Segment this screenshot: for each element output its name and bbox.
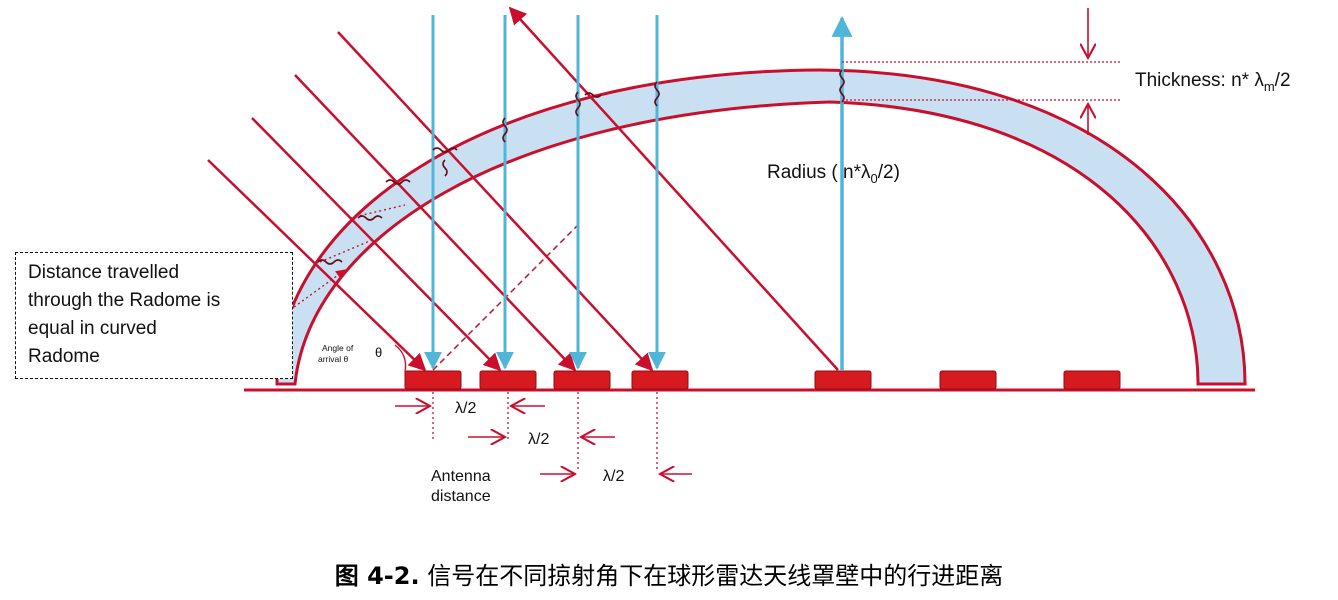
antenna-element bbox=[479, 370, 537, 390]
note-line: Radome bbox=[28, 346, 100, 367]
antenna-distance-label-2: distance bbox=[431, 488, 491, 505]
angle-of-arrival-label-2: arrival θ bbox=[318, 354, 349, 364]
oblique-ray bbox=[251, 117, 502, 372]
antenna-element bbox=[404, 370, 462, 390]
dotted-radome-paths bbox=[289, 204, 406, 311]
half-wavelength-label-3: λ/2 bbox=[603, 468, 624, 485]
thickness-indicator bbox=[842, 8, 1120, 135]
antenna-elements bbox=[404, 370, 1121, 390]
antenna-element bbox=[631, 370, 689, 390]
angle-arc bbox=[394, 344, 407, 373]
antenna-element bbox=[939, 370, 997, 390]
angle-of-arrival-label-1: Angle of bbox=[322, 343, 354, 353]
wave-segments bbox=[317, 69, 845, 265]
distance-note-box: Distance travelled through the Radome is… bbox=[15, 252, 293, 379]
figure-number: 图 4-2. bbox=[334, 562, 420, 590]
radius-label: Radius ( n*λ0/2) bbox=[767, 162, 900, 186]
thickness-label: Thickness: n* λm/2 bbox=[1135, 70, 1291, 94]
antenna-element bbox=[1063, 370, 1121, 390]
note-line: equal in curved bbox=[28, 318, 157, 339]
vertical-rays bbox=[424, 15, 853, 370]
antenna-distance-label-1: Antenna bbox=[431, 468, 491, 485]
spacing-arrows bbox=[395, 406, 692, 474]
reflected-radius-ray bbox=[508, 6, 839, 371]
oblique-ray bbox=[337, 31, 654, 372]
figure-caption-text: 信号在不同掠射角下在球形雷达天线罩壁中的行进距离 bbox=[427, 562, 1004, 590]
figure-caption: 图 4-2. 信号在不同掠射角下在球形雷达天线罩壁中的行进距离 bbox=[0, 556, 1338, 591]
oblique-ray bbox=[294, 74, 577, 372]
antenna-element bbox=[553, 370, 611, 390]
radome-wall bbox=[275, 68, 1247, 386]
half-wavelength-label-2: λ/2 bbox=[528, 431, 549, 448]
spacing-guides bbox=[432, 392, 658, 470]
oblique-ray bbox=[207, 159, 427, 372]
antenna-element bbox=[814, 370, 872, 390]
note-line: through the Radome is bbox=[28, 290, 221, 311]
theta-label: θ bbox=[375, 345, 382, 360]
half-wavelength-label-1: λ/2 bbox=[455, 400, 476, 417]
oblique-rays bbox=[207, 31, 654, 372]
note-line: Distance travelled bbox=[28, 262, 180, 283]
